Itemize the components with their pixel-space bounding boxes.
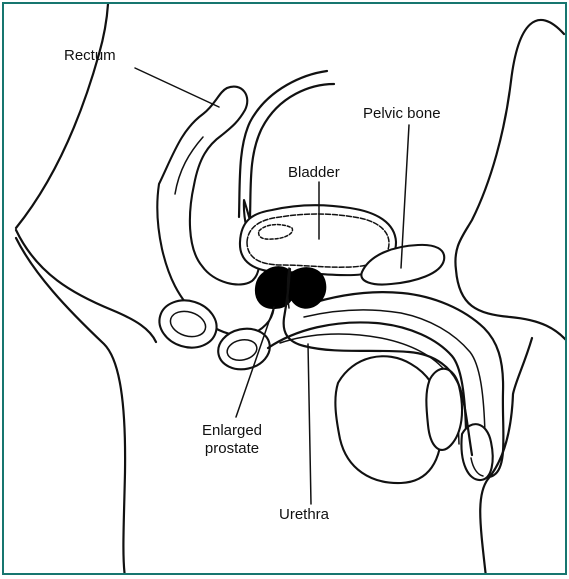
pelvic-anatomy-diagram	[4, 4, 567, 575]
enlarged-prostate-right-lobe	[288, 268, 326, 308]
pelvic-bone-label: Pelvic bone	[363, 105, 441, 123]
urethra-label: Urethra	[279, 506, 329, 524]
enlarged-prostate-label-line-2: prostate	[186, 440, 278, 458]
enlarged-prostate-label-line-1: Enlarged	[186, 422, 278, 440]
back-body-outline	[16, 4, 108, 228]
enlarged-prostate-label: Enlarged prostate	[186, 422, 278, 458]
scrotum-shape	[335, 356, 442, 483]
urethra-pointer-line	[308, 344, 311, 504]
front-body-outline	[455, 20, 567, 341]
rectum-label: Rectum	[64, 47, 116, 65]
bladder-label: Bladder	[288, 164, 340, 182]
left-ureter	[239, 71, 327, 217]
rectum-pointer-line	[135, 68, 219, 107]
